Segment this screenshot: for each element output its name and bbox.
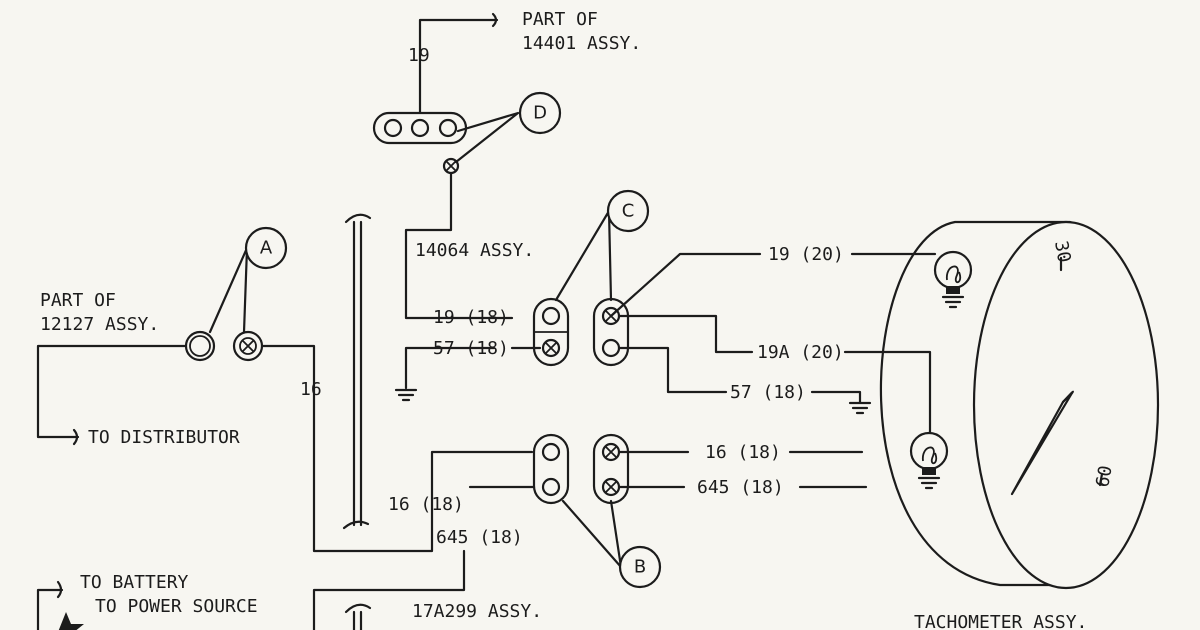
wire-57-left	[404, 346, 496, 390]
harness-break	[342, 213, 372, 530]
wire-19-20-label: 19 (20)	[768, 244, 844, 265]
callout-a-letter: A	[260, 238, 273, 259]
wire-16-18-left-label: 16 (18)	[388, 494, 464, 515]
harness-break-bottom	[344, 603, 372, 630]
assy-14064-label: 14064 ASSY.	[415, 240, 534, 261]
wire-16-label: 16	[300, 379, 322, 400]
connector-14401	[372, 12, 514, 320]
wire-645-18-right-label: 645 (18)	[697, 477, 784, 498]
ground-symbol-right	[848, 401, 872, 415]
connector-12127	[36, 330, 534, 553]
tach-lamp-lower	[909, 431, 949, 490]
wire-19-20	[609, 252, 762, 318]
to-distributor-label: TO DISTRIBUTOR	[88, 427, 240, 448]
battery-leads	[36, 580, 84, 630]
wire-19a-20	[617, 314, 754, 354]
tachometer	[879, 220, 1160, 590]
part-12127-label-line1: PART OF	[40, 290, 116, 311]
to-power-source-label: TO POWER SOURCE	[95, 596, 258, 617]
wire-19-label: 19	[408, 45, 430, 66]
wire-19a-20-label: 19A (20)	[757, 342, 844, 363]
callout-d-letter: D	[533, 103, 547, 124]
wire-645-18-left-label: 645 (18)	[436, 527, 523, 548]
part-14401-label-line2: 14401 ASSY.	[522, 33, 641, 54]
callout-b-letter: B	[634, 557, 646, 578]
connector-b-right	[592, 433, 630, 505]
callout-a	[208, 226, 288, 334]
wire-19-18-label: 19 (18)	[433, 307, 509, 328]
wire-57-18-right-label: 57 (18)	[730, 382, 806, 403]
wire-16-18-right-label: 16 (18)	[705, 442, 781, 463]
connector-c-left	[532, 297, 570, 367]
wire-57-18-left-label: 57 (18)	[433, 338, 509, 359]
connector-b-left	[532, 433, 570, 505]
part-14401-label-line1: PART OF	[522, 9, 598, 30]
to-battery-label: TO BATTERY	[80, 572, 189, 593]
dial-30-label: 30	[1050, 239, 1074, 264]
callout-b	[561, 499, 662, 589]
callout-d	[454, 91, 562, 164]
assy-17a299-label: 17A299 ASSY.	[412, 601, 542, 622]
tachometer-assy-label: TACHOMETER ASSY.	[914, 612, 1087, 630]
wire-645-left	[312, 549, 466, 630]
ground-symbol-left	[394, 388, 418, 402]
star-icon	[58, 612, 84, 630]
callout-c-letter: C	[622, 201, 635, 222]
tach-lamp-upper	[933, 250, 973, 309]
dial-60-label: 60	[1092, 464, 1116, 489]
part-12127-label-line2: 12127 ASSY.	[40, 314, 159, 335]
callout-c	[554, 189, 650, 302]
wire-57-right	[617, 346, 728, 394]
connector-c-right	[592, 297, 630, 367]
